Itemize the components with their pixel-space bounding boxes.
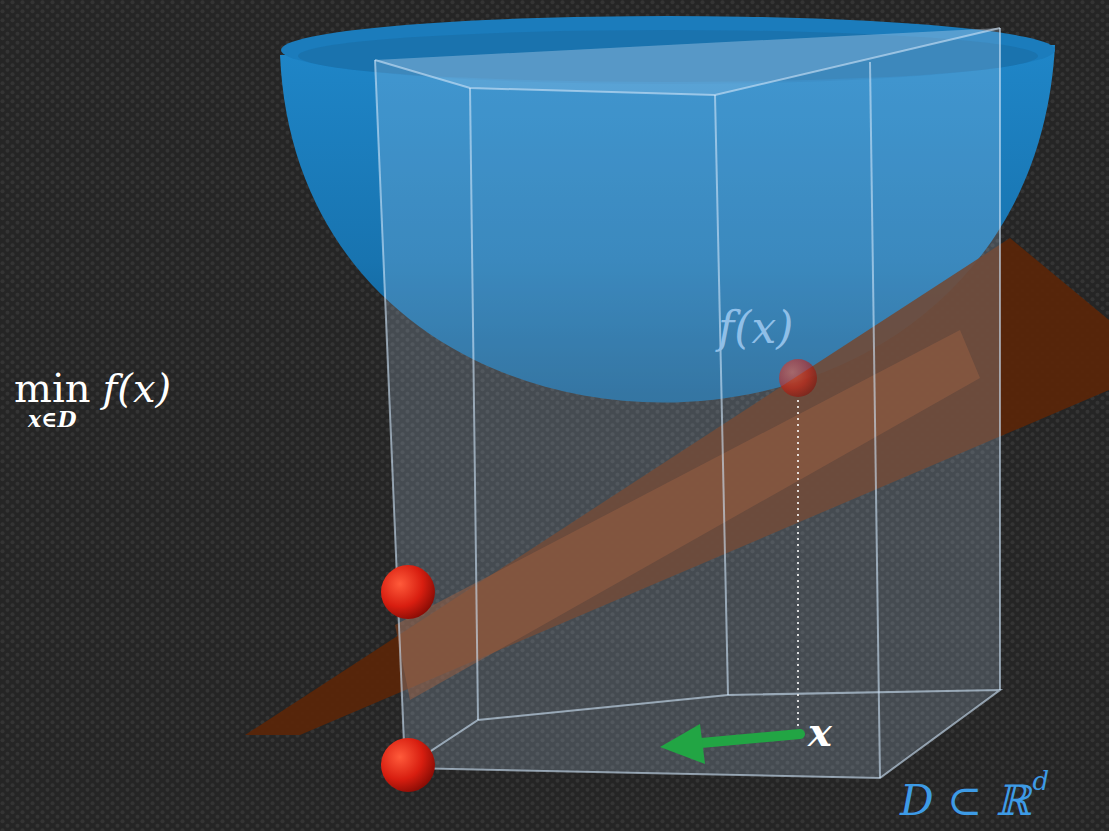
function-value-point [779, 359, 817, 397]
objective-subscript: x∈D [28, 408, 76, 430]
feasible-prism [375, 28, 1000, 778]
objective-min: min [14, 368, 90, 408]
descent-arrowhead [660, 724, 705, 764]
function-value-label: f(x) [718, 306, 793, 350]
objective-function: f(x) [102, 368, 171, 408]
descent-arrow [690, 734, 800, 744]
prism-edges [375, 28, 1000, 778]
prism-top-face [375, 28, 1000, 95]
plane-minimum-point [381, 565, 435, 619]
domain-dimension: d [1032, 768, 1049, 794]
domain-vertex-point [381, 738, 435, 792]
domain-label: D ⊂ ℝ [900, 780, 1030, 822]
point-label: x [808, 712, 832, 752]
projection-line [797, 400, 799, 728]
